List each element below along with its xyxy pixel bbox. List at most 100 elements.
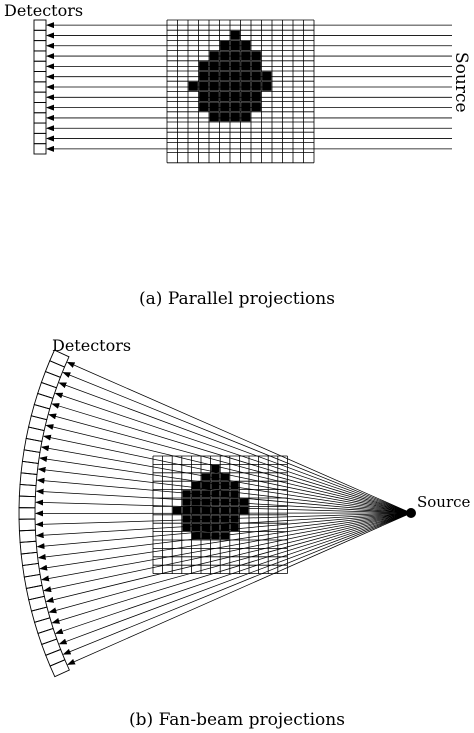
object-pixel [262,81,272,91]
object-pixel [230,490,239,498]
fan-beam-object-pixels [172,465,249,540]
object-pixel [201,473,210,481]
object-pixel [230,92,240,101]
detector-cell [33,91,47,103]
panel-parallel: Detectors Source (a) Parallel projection… [4,1,471,309]
detector-cell [33,112,47,124]
detector-cell [19,472,38,487]
object-pixel [220,481,230,489]
object-pixel [240,498,249,506]
parallel-source-label: Source [451,52,471,113]
detector-cell [25,584,45,601]
object-pixel [230,30,240,40]
detector-cell [33,71,47,83]
object-pixel [220,102,230,112]
object-pixel [230,481,239,489]
fan-ray [62,372,412,514]
object-pixel [220,51,230,61]
fan-beam-source-label: Source [417,493,471,511]
object-pixel [192,490,201,498]
object-pixel [262,71,272,81]
fan-ray [40,512,412,582]
parallel-pixel-grid [166,19,315,164]
object-pixel [220,61,230,71]
object-pixel [220,498,230,506]
detector-cell [33,132,47,145]
object-pixel [230,71,240,81]
fan-ray [62,512,412,655]
object-pixel [211,523,220,531]
object-pixel [209,71,219,81]
object-pixel [251,81,261,91]
object-pixel [230,61,240,71]
object-pixel [182,498,191,506]
object-pixel [220,532,230,540]
object-pixel [241,61,251,71]
object-pixel [199,71,209,81]
detector-cell [18,495,36,509]
object-pixel [241,51,251,61]
fan-ray [45,512,412,603]
object-pixel [251,61,261,71]
panel-fan-beam: Detectors Source (b) Fan-beam projection… [18,336,471,730]
fan-ray [43,512,412,593]
object-pixel [209,102,219,112]
object-pixel [201,490,210,498]
object-pixel [209,92,219,101]
object-pixel [230,112,240,122]
parallel-detectors-label: Detectors [4,1,83,20]
object-pixel [199,102,209,112]
object-pixel [199,61,209,71]
fan-ray [67,512,412,665]
detector-cell [33,122,47,134]
detector-cell [33,40,47,52]
object-pixel [220,490,230,498]
fan-ray [45,424,412,514]
fan-beam-pixel-grid [152,455,288,574]
object-pixel [199,92,209,101]
detector-cell [30,403,51,421]
object-pixel [201,523,210,531]
object-pixel [230,523,239,531]
detector-cell [28,595,48,612]
object-pixel [251,92,261,101]
object-pixel [241,81,251,91]
detector-cell [33,19,47,31]
object-pixel [211,490,220,498]
fan-ray [58,512,412,645]
fan-beam-caption: (b) Fan-beam projections [129,710,345,730]
object-pixel [182,523,191,531]
detector-cell [33,60,47,72]
object-pixel [211,507,220,515]
parallel-object-pixels [188,30,272,122]
object-pixel [230,515,239,523]
parallel-detector-array [33,19,47,155]
object-pixel [201,532,210,540]
object-pixel [182,507,191,515]
object-pixel [251,102,261,112]
parallel-caption: (a) Parallel projections [139,289,335,309]
object-pixel [211,498,220,506]
object-pixel [230,102,240,112]
fan-beam-detector-arc [18,349,70,678]
detector-cell [37,381,58,399]
fan-ray [58,382,412,514]
object-pixel [209,81,219,91]
detector-cell [18,518,36,532]
object-pixel [199,81,209,91]
object-pixel [172,507,182,515]
object-pixel [220,92,230,101]
object-pixel [201,498,210,506]
fan-beam-source-point [406,508,416,518]
detector-cell [18,529,37,543]
object-pixel [182,515,191,523]
object-pixel [220,507,230,515]
fan-ray [39,512,412,571]
object-pixel [220,515,230,523]
object-pixel [192,532,201,540]
object-pixel [241,102,251,112]
detector-cell [18,483,37,498]
detector-cell [49,659,70,678]
object-pixel [220,473,230,481]
object-pixel [230,507,239,515]
